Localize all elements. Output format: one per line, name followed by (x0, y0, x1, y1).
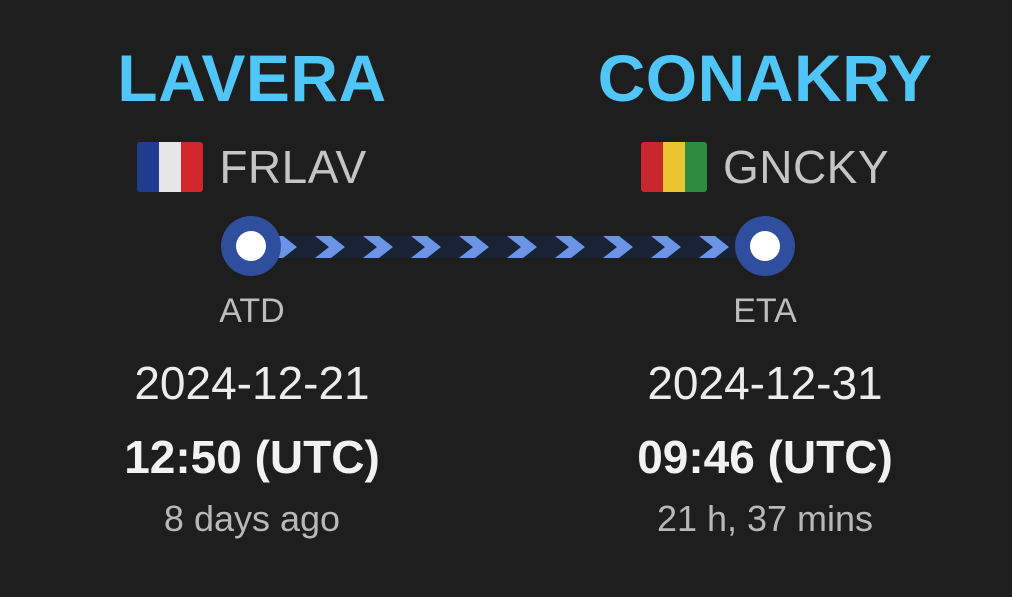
origin-locode-row: FRLAV (32, 140, 472, 194)
origin-locode: FRLAV (219, 141, 367, 193)
eta-label: ETA (733, 292, 797, 330)
route-arrow-icon (603, 236, 633, 258)
atd-label: ATD (219, 292, 285, 330)
arrival-date: 2024-12-31 (647, 357, 883, 409)
route-arrow-icon (411, 236, 441, 258)
destination-locode-row: GNCKY (545, 140, 985, 194)
destination-locode: GNCKY (722, 141, 890, 193)
route-arrows (267, 236, 729, 258)
route-arrow-icon (555, 236, 585, 258)
origin-marker-icon (221, 216, 281, 276)
destination-port-panel: CONAKRY GNCKY ETA 2024-12-31 09:46 (UTC)… (545, 0, 985, 597)
origin-port-panel: LAVERA FRLAV ATD 2024-12-21 12:50 (UTC) … (32, 0, 472, 597)
route-arrow-icon (459, 236, 489, 258)
route-progress (221, 216, 795, 276)
route-arrow-icon (363, 236, 393, 258)
departure-date: 2024-12-21 (134, 357, 370, 409)
arrival-time: 09:46 (UTC) (637, 431, 893, 483)
departure-time: 12:50 (UTC) (124, 431, 380, 483)
departure-relative-time: 8 days ago (163, 498, 341, 539)
guinea-flag-icon (640, 142, 707, 192)
route-arrow-icon (315, 236, 345, 258)
route-arrow-icon (651, 236, 681, 258)
route-arrow-icon (699, 236, 729, 258)
france-flag-icon (137, 142, 204, 192)
destination-port-name[interactable]: CONAKRY (597, 41, 933, 115)
origin-port-name[interactable]: LAVERA (117, 41, 387, 115)
arrival-relative-time: 21 h, 37 mins (656, 498, 874, 539)
route-arrow-icon (507, 236, 537, 258)
destination-marker-icon (735, 216, 795, 276)
